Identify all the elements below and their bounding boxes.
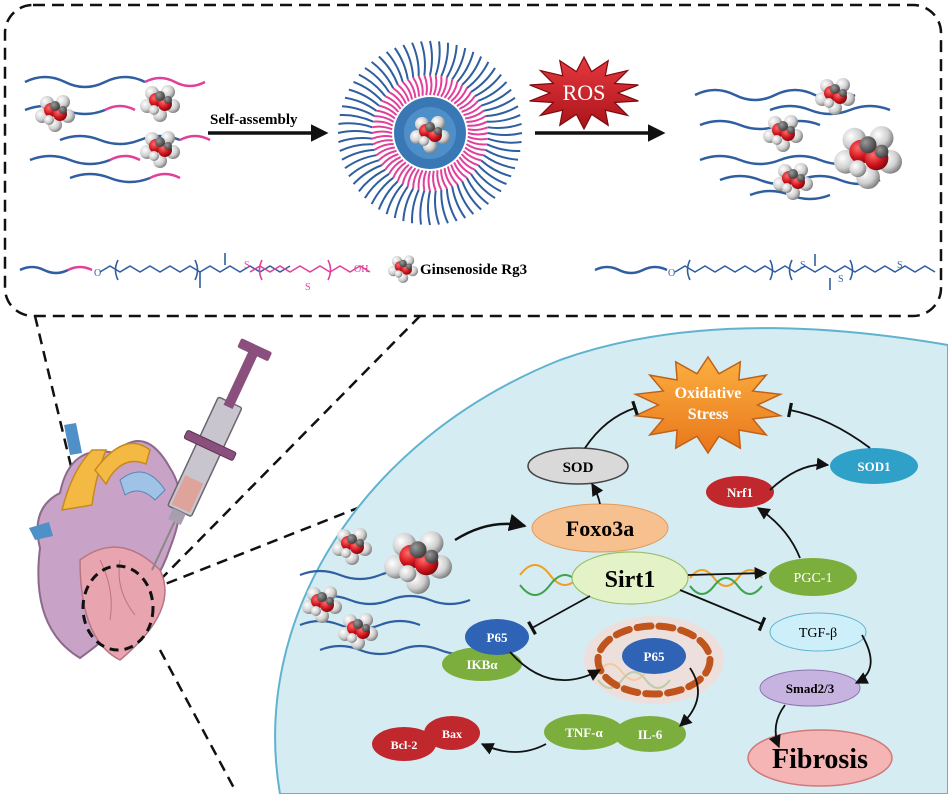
node-sod1: SOD1 — [830, 448, 918, 484]
svg-text:P65: P65 — [487, 630, 508, 645]
micelle — [337, 40, 523, 226]
chem-s-label: S — [838, 274, 844, 285]
svg-text:IL-6: IL-6 — [638, 727, 663, 742]
legend-rg3-icon — [388, 255, 418, 283]
self-assembly-label: Self-assembly — [210, 112, 298, 128]
pathway-arrows — [454, 400, 872, 755]
oxidative-stress-line1: Oxidative — [675, 385, 742, 402]
svg-text:TNF-α: TNF-α — [565, 725, 603, 740]
svg-text:TGF-β: TGF-β — [799, 626, 837, 641]
node-tgfb: TGF-β — [769, 612, 867, 652]
chem-structure-right — [594, 254, 936, 290]
svg-text:Bax: Bax — [442, 727, 462, 741]
rg3-molecule-icon — [773, 163, 813, 200]
svg-text:Sirt1: Sirt1 — [605, 567, 656, 593]
nucleus: P65 — [584, 616, 724, 704]
node-bcl2: Bcl-2 — [372, 727, 436, 761]
oxidative-stress-burst: Oxidative Stress — [632, 355, 784, 455]
node-il6: IL-6 — [614, 716, 686, 752]
svg-text:Fibrosis: Fibrosis — [772, 744, 868, 775]
chem-structure-left — [19, 253, 371, 288]
node-foxo3a: Foxo3a — [531, 503, 669, 553]
node-nrf1: Nrf1 — [706, 476, 774, 508]
svg-text:Foxo3a: Foxo3a — [566, 516, 634, 541]
oxidative-stress-line2: Stress — [688, 406, 729, 423]
chem-o-label: O — [94, 268, 101, 279]
chem-s-label: S — [897, 260, 903, 271]
node-sirt1: Sirt1 — [571, 551, 689, 605]
heart-icon — [29, 423, 181, 661]
injection-site-circle — [81, 564, 155, 652]
svg-text:PGC-1: PGC-1 — [794, 571, 833, 586]
node-pgc1: PGC-1 — [769, 558, 857, 596]
svg-text:SOD1: SOD1 — [857, 459, 890, 474]
rg3-aggregate-icon — [834, 126, 902, 189]
svg-text:Nrf1: Nrf1 — [727, 485, 753, 500]
ros-burst: ROS — [529, 55, 639, 131]
rg3-molecule-icon — [140, 85, 180, 122]
ros-label: ROS — [563, 80, 606, 105]
svg-text:Bcl-2: Bcl-2 — [391, 738, 418, 752]
top-panel-frame — [3, 3, 943, 318]
chem-oh-label: OH — [354, 264, 368, 275]
node-bax: Bax — [424, 716, 480, 750]
chem-s-label: S — [305, 282, 311, 293]
chem-o-label: O — [668, 268, 675, 279]
svg-text:SOD: SOD — [563, 460, 594, 476]
svg-text:Smad2/3: Smad2/3 — [786, 681, 835, 696]
chem-s-label: S — [800, 260, 806, 271]
rg3-molecule-icon — [35, 95, 75, 132]
rg3-molecule-icon — [763, 115, 803, 152]
chem-s-label: S — [244, 260, 250, 271]
node-sod: SOD — [527, 447, 629, 485]
node-ikba: IKBα — [442, 647, 522, 681]
svg-text:IKBα: IKBα — [466, 657, 498, 672]
node-p65-left: P65 — [465, 619, 529, 655]
syringe-icon — [151, 338, 272, 571]
node-tnfa: TNF-α — [544, 714, 624, 750]
legend-rg3-label: Ginsenoside Rg3 — [420, 262, 527, 278]
node-fibrosis: Fibrosis — [747, 729, 893, 787]
node-smad: Smad2/3 — [759, 669, 861, 707]
node-p65-nucleus: P65 — [644, 649, 665, 664]
polymer-chains-left — [24, 75, 211, 184]
